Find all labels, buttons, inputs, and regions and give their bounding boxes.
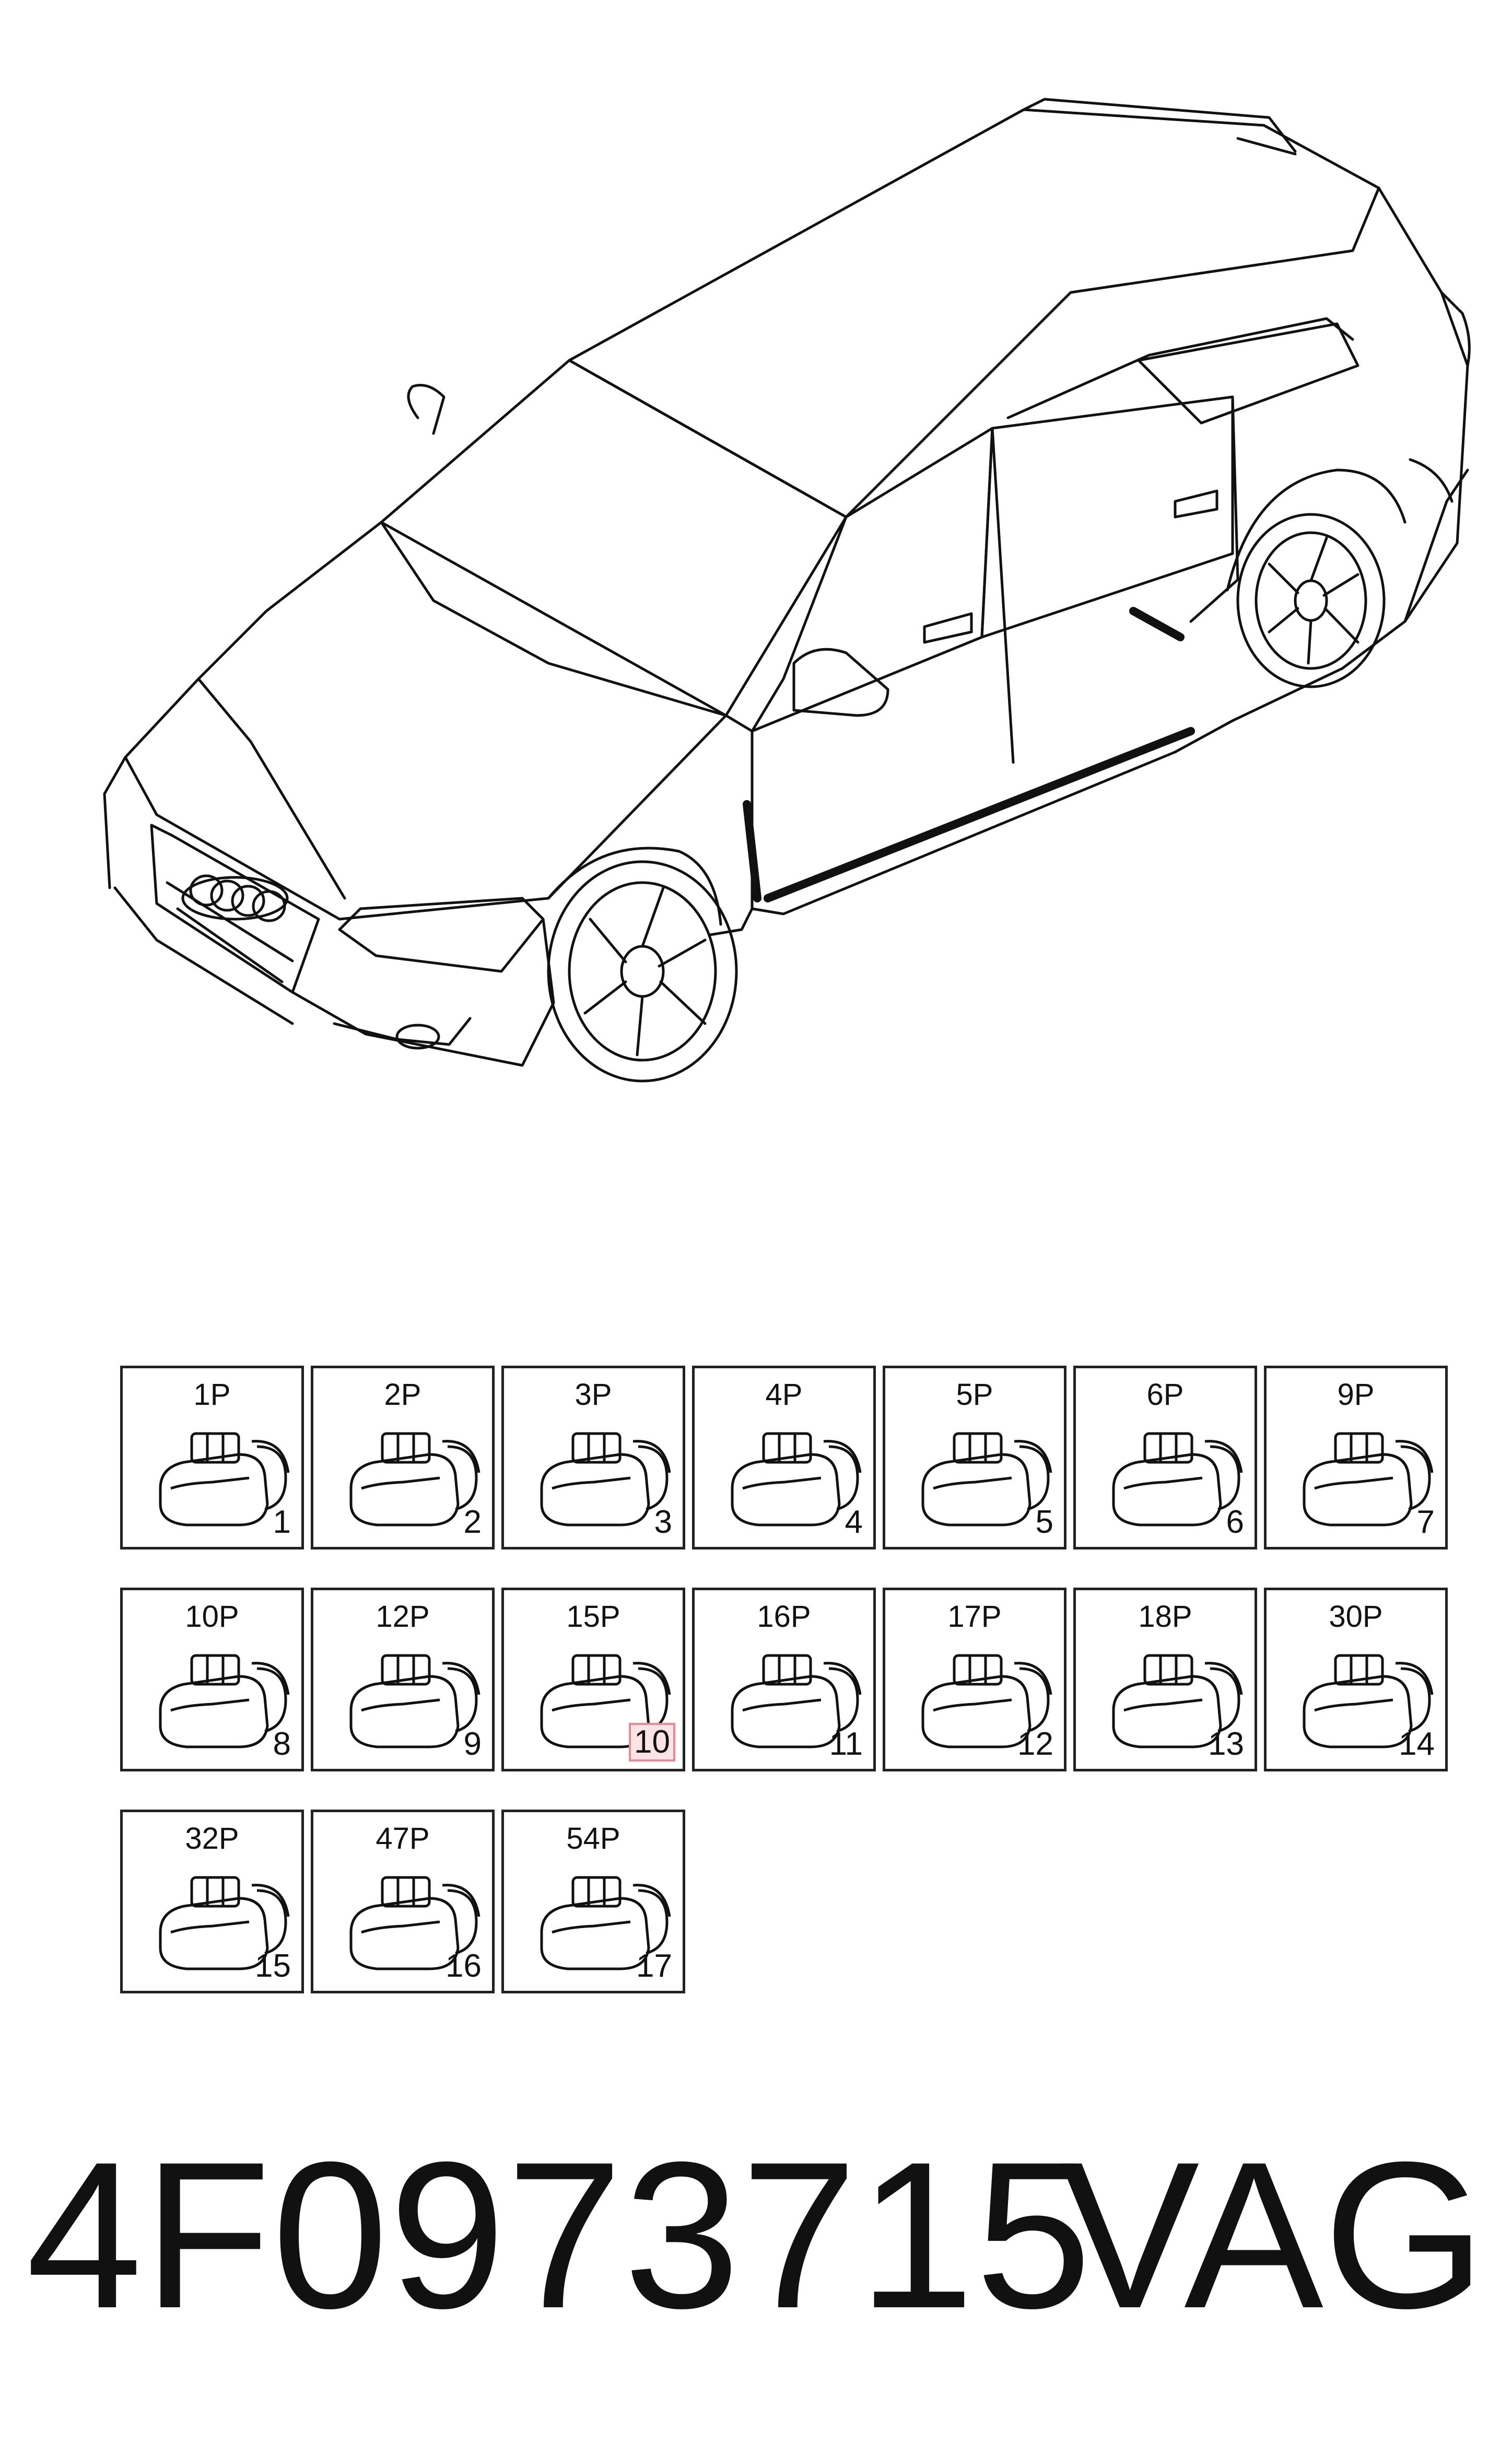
connector-cell-6: 6P 6 xyxy=(1073,1366,1257,1549)
connector-index: 12 xyxy=(1017,1726,1053,1762)
connector-index: 7 xyxy=(1416,1504,1435,1540)
front-wheel xyxy=(547,860,738,1083)
logo-rings xyxy=(181,876,289,921)
connector-index: 4 xyxy=(845,1504,863,1540)
brand-label: VAG xyxy=(1060,2118,1486,2352)
connector-cell-12: 17P 12 xyxy=(883,1588,1066,1771)
connector-index: 17 xyxy=(636,1948,672,1984)
grille xyxy=(150,824,320,994)
connector-index: 11 xyxy=(829,1726,863,1762)
connector-index: 10 xyxy=(629,1723,675,1762)
connector-cell-10: 15P 10 xyxy=(501,1588,685,1771)
part-number: 4F0973715 xyxy=(26,2118,1093,2352)
connector-index: 15 xyxy=(255,1948,291,1984)
connector-pin-count: 17P xyxy=(947,1600,1002,1634)
connector-pin-count: 54P xyxy=(566,1822,620,1856)
connector-pin-count: 9P xyxy=(1337,1378,1375,1412)
connector-index: 2 xyxy=(463,1504,482,1540)
connector-cell-9: 12P 9 xyxy=(311,1588,495,1771)
connector-pin-count: 5P xyxy=(956,1378,993,1412)
windshield xyxy=(380,359,848,717)
connector-pin-count: 30P xyxy=(1329,1600,1383,1634)
connector-pin-count: 6P xyxy=(1146,1378,1184,1412)
connector-cell-15: 32P 15 xyxy=(120,1810,304,1993)
connector-pin-count: 3P xyxy=(575,1378,612,1412)
connector-cell-7: 9P 7 xyxy=(1264,1366,1448,1549)
connector-cell-4: 4P 4 xyxy=(692,1366,876,1549)
connector-cell-3: 3P 3 xyxy=(501,1366,685,1549)
connector-pin-count: 16P xyxy=(757,1600,811,1634)
connector-cell-2: 2P 2 xyxy=(311,1366,495,1549)
connector-index: 9 xyxy=(463,1726,482,1762)
connector-index: 16 xyxy=(446,1948,482,1984)
connector-pin-count: 18P xyxy=(1138,1600,1192,1634)
connector-cell-8: 10P 8 xyxy=(120,1588,304,1771)
connector-pin-count: 2P xyxy=(384,1378,421,1412)
connector-cell-17: 54P 17 xyxy=(501,1810,685,1993)
side-mirror xyxy=(792,648,889,717)
connector-pin-count: 32P xyxy=(185,1822,239,1856)
roof-outline xyxy=(568,108,1469,367)
connector-cell-1: 1P 1 xyxy=(120,1366,304,1549)
connector-index: 13 xyxy=(1208,1726,1244,1762)
connector-pin-count: 12P xyxy=(376,1600,430,1634)
connector-cell-16: 47P 16 xyxy=(311,1810,495,1993)
connector-cell-14: 30P 14 xyxy=(1264,1588,1448,1771)
connector-index: 8 xyxy=(273,1726,291,1762)
connector-index: 6 xyxy=(1226,1504,1244,1540)
connector-index: 3 xyxy=(654,1504,672,1540)
connector-pin-count: 1P xyxy=(193,1378,231,1412)
connector-index: 1 xyxy=(273,1504,291,1540)
connector-pin-count: 4P xyxy=(765,1378,803,1412)
car-line-drawing xyxy=(103,98,1471,1083)
connector-cell-5: 5P 5 xyxy=(883,1366,1066,1549)
connector-index: 5 xyxy=(1035,1504,1053,1540)
connector-index: 14 xyxy=(1399,1726,1435,1762)
hood xyxy=(124,521,728,921)
rear-wheel xyxy=(1236,513,1386,688)
connector-pin-count: 10P xyxy=(185,1600,239,1634)
connector-cell-11: 16P 11 xyxy=(692,1588,876,1771)
connector-pin-count: 47P xyxy=(376,1822,430,1856)
connector-pin-count: 15P xyxy=(566,1600,620,1634)
connector-cell-13: 18P 13 xyxy=(1073,1588,1257,1771)
